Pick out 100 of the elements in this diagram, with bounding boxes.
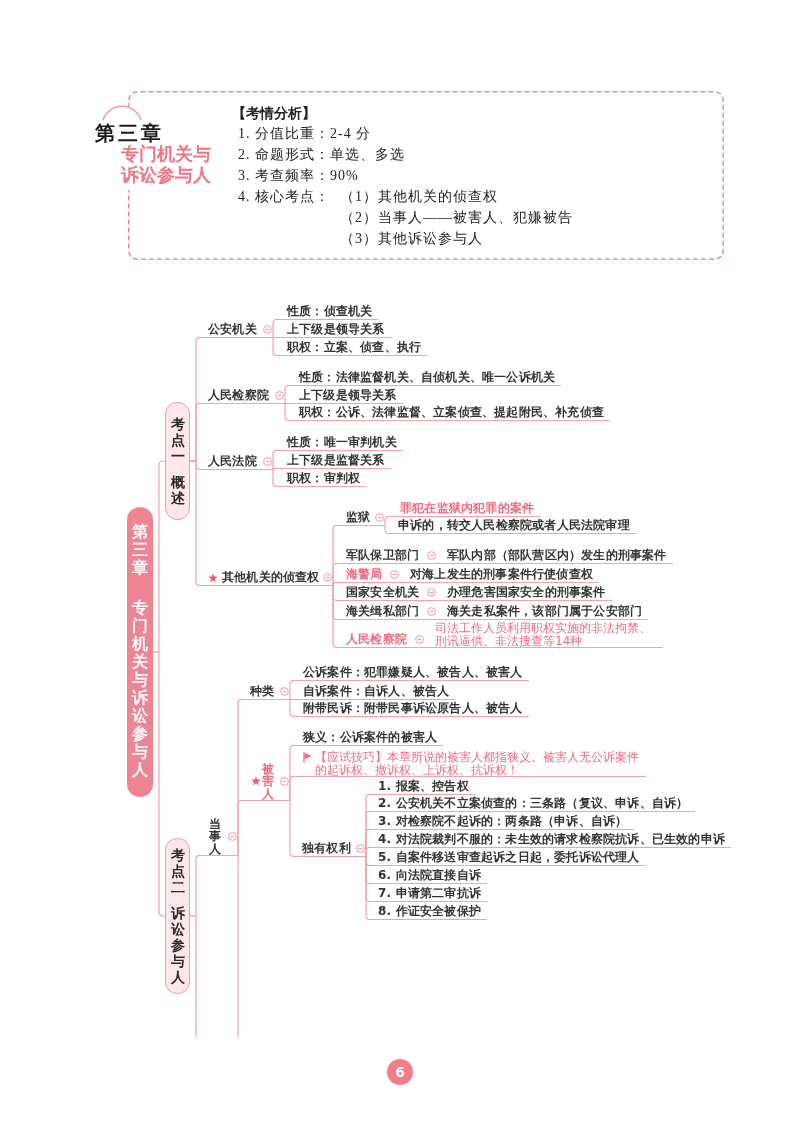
topic-label: 考点二 [170,847,185,895]
page-number: 6 [387,1059,413,1085]
underlined-topic [289,388,403,404]
list-item: （1）其他机关的侦查权 [340,188,498,206]
topic-label: 职权：公诉、法律监督、立案侦查、提起附民、补充侦查 [299,405,604,420]
list-item: 1. 分值比重：2-4 分 [238,125,372,143]
branch-line [436,599,442,601]
section-heading: 【考情分析】 [232,105,316,123]
branch-line [436,562,442,564]
branch-line [289,799,295,857]
topic-label: 军队内部（部队营区内）发生的刑事案件 [447,548,667,563]
topic-label: 军队保卫部门 [346,548,420,563]
list-item: 4. 核心考点： [238,188,330,206]
topic-label: 上下级是领导关系 [299,388,397,403]
branch-line [332,584,338,648]
topic-label: 公诉案件：犯罪嫌疑人、被告人、被害人 [303,665,523,680]
branch-line [365,846,371,857]
topic-label: 职权：立案、侦查、执行 [287,340,422,355]
topic-box [165,838,190,994]
branch-line [332,581,338,586]
topic-label: 附带民诉：附带民事诉讼原告人、被告人 [303,701,523,716]
branch-line [436,618,442,620]
underlined-topic [277,340,428,356]
underlined-topic [277,435,403,451]
branch-line [189,915,197,1038]
topic-label: 职权：审判权 [287,471,361,486]
topic-label: 第三章 [132,523,148,577]
list-item: （3）其他诉讼参与人 [340,230,483,248]
topic-label: 3. 对检察院不起诉的：两条路（申诉、自诉） [378,814,628,829]
topic-label: 监狱 [346,510,371,525]
topic-label: 专门机关与诉讼参与人 [132,599,148,779]
branch-line [399,581,405,583]
underlined-topic [370,886,488,902]
topic-label: 【应试技巧】本章所说的被害人都指狭义。被害人无公诉案件的起诉权、撤诉权、上诉权、抗诉权！ [315,751,640,776]
branch-line [284,384,290,404]
underlined-topic [277,304,379,320]
topic-label: 8. 作证安全被保护 [378,904,482,919]
branch-line [272,336,278,356]
branch-line [272,468,278,487]
topic-label: 独有权利 [302,841,351,856]
topic-label: 办理危害国家安全的刑事案件 [447,585,606,600]
topic-label: 人民法院 [208,454,257,469]
topic-label: 自诉案件：自诉人、被告人 [303,684,450,699]
branch-line [272,449,278,470]
branch-line [284,402,290,404]
topic-label: 申诉的，转交人民检察院或者人民法院审理 [398,518,630,533]
topic-label: 诉讼参与人 [170,905,185,985]
topic-label: 被害人 [262,762,274,800]
topic-label: 其他机关的侦查权 [222,570,320,585]
branch-line [384,524,390,534]
topic-label: 7. 申请第二审抗诉 [378,886,482,901]
branch-line [365,855,371,920]
branch-line [289,698,295,717]
topic-label: 人民检察院 [208,388,269,403]
topic-label: 司法工作人员利用职权实施的非法拘禁、刑讯逼供、非法搜查等14种 [435,622,652,647]
topic-label: 人民检察院 [346,632,407,647]
underlined-topic [370,779,475,795]
topic-label: 性质：法律监督机关、自侦机关、唯一公诉机关 [299,370,556,385]
topic-label: 对海上发生的刑事案件行使侦查权 [410,567,593,582]
branch-line [237,799,243,856]
branch-line [237,854,239,1038]
topic-label: 考点一 [170,416,185,464]
topic-label: 种类 [250,684,275,699]
underlined-topic [370,868,488,884]
topic-label: 1. 报案、控告权 [378,779,469,794]
root-box [127,507,153,797]
branch-line [284,402,290,421]
list-item: 3. 考查频率：90% [238,167,359,185]
branch-line [272,467,278,470]
topic-label: 海关走私案件，该部门属于公安部门 [447,604,643,619]
topic-label: 2. 公安机关不立案侦查的：三条路（复议、申诉、自诉） [378,796,689,811]
topic-label: 6. 向法院直接自诉 [378,868,482,883]
topic-label: 4. 对法院裁判不服的：未生效的请求检察院抗诉、已生效的申诉 [378,832,726,847]
branch-line [272,318,278,338]
branch-line [189,460,201,586]
branch-line [272,336,278,338]
underlined-topic [389,501,541,517]
underlined-topic [277,471,367,487]
topic-label: 性质：唯一审判机关 [287,435,397,450]
topic-label: 国家安全机关 [346,585,420,600]
topic-label: 性质：侦查机关 [287,304,373,319]
topic-label: 当事人 [209,817,221,855]
list-item: 2. 命题形式：单选、多选 [238,146,405,164]
topic-box [165,402,190,520]
branch-line [384,515,390,526]
topic-label: 狭义：公诉案件的被害人 [303,730,438,745]
underlined-topic [277,322,391,338]
underlined-topic [294,730,444,746]
topic-label: 罪犯在监狱内犯罪的案件 [400,501,535,516]
branch-line [289,775,295,801]
branch-line [289,698,295,700]
branch-line [424,646,430,648]
topic-label: 海关缉私部门 [346,604,420,619]
topic-label: 海警局 [346,567,383,582]
topic-label: 上下级是领导关系 [287,322,385,337]
topic-label: 上下级是监督关系 [287,453,385,468]
topic-label: 概述 [170,474,185,506]
branch-line [289,679,295,700]
chapter-title: 专门机关与诉讼参与人 [121,143,212,185]
topic-label: 公安机关 [208,322,257,337]
